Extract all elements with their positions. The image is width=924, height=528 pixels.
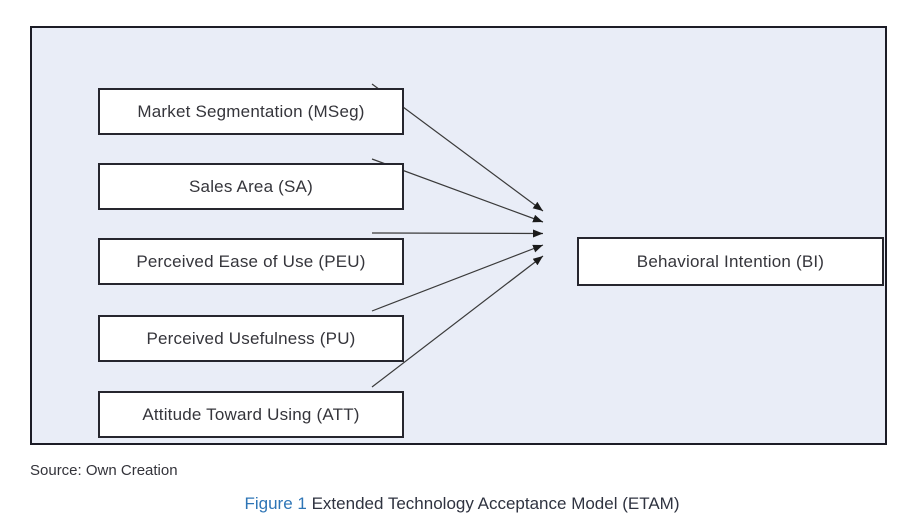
node-label: Perceived Ease of Use (PEU)	[136, 251, 366, 271]
node-perceived-ease-of-use: Perceived Ease of Use (PEU)	[98, 238, 404, 285]
node-label: Behavioral Intention (BI)	[636, 251, 825, 271]
caption-text: Extended Technology Acceptance Model (ET…	[311, 494, 680, 513]
node-label: Attitude Toward Using (ATT)	[142, 404, 360, 424]
node-attitude-toward-using: Attitude Toward Using (ATT)	[98, 391, 404, 438]
node-market-segmentation: Market Segmentation (MSeg)	[98, 88, 404, 135]
node-label: Sales Area (SA)	[189, 176, 313, 196]
source-note: Source: Own Creation	[30, 462, 178, 479]
node-perceived-usefulness: Perceived Usefulness (PU)	[98, 315, 404, 362]
node-label: Perceived Usefulness (PU)	[146, 328, 356, 348]
diagram-panel: Market Segmentation (MSeg) Sales Area (S…	[30, 26, 887, 445]
figure-label: Figure 1	[244, 494, 307, 513]
figure-caption: Figure 1 Extended Technology Acceptance …	[0, 494, 924, 514]
node-label: Market Segmentation (MSeg)	[137, 101, 365, 121]
node-sales-area: Sales Area (SA)	[98, 163, 404, 210]
node-behavioral-intention: Behavioral Intention (BI)	[577, 237, 884, 286]
